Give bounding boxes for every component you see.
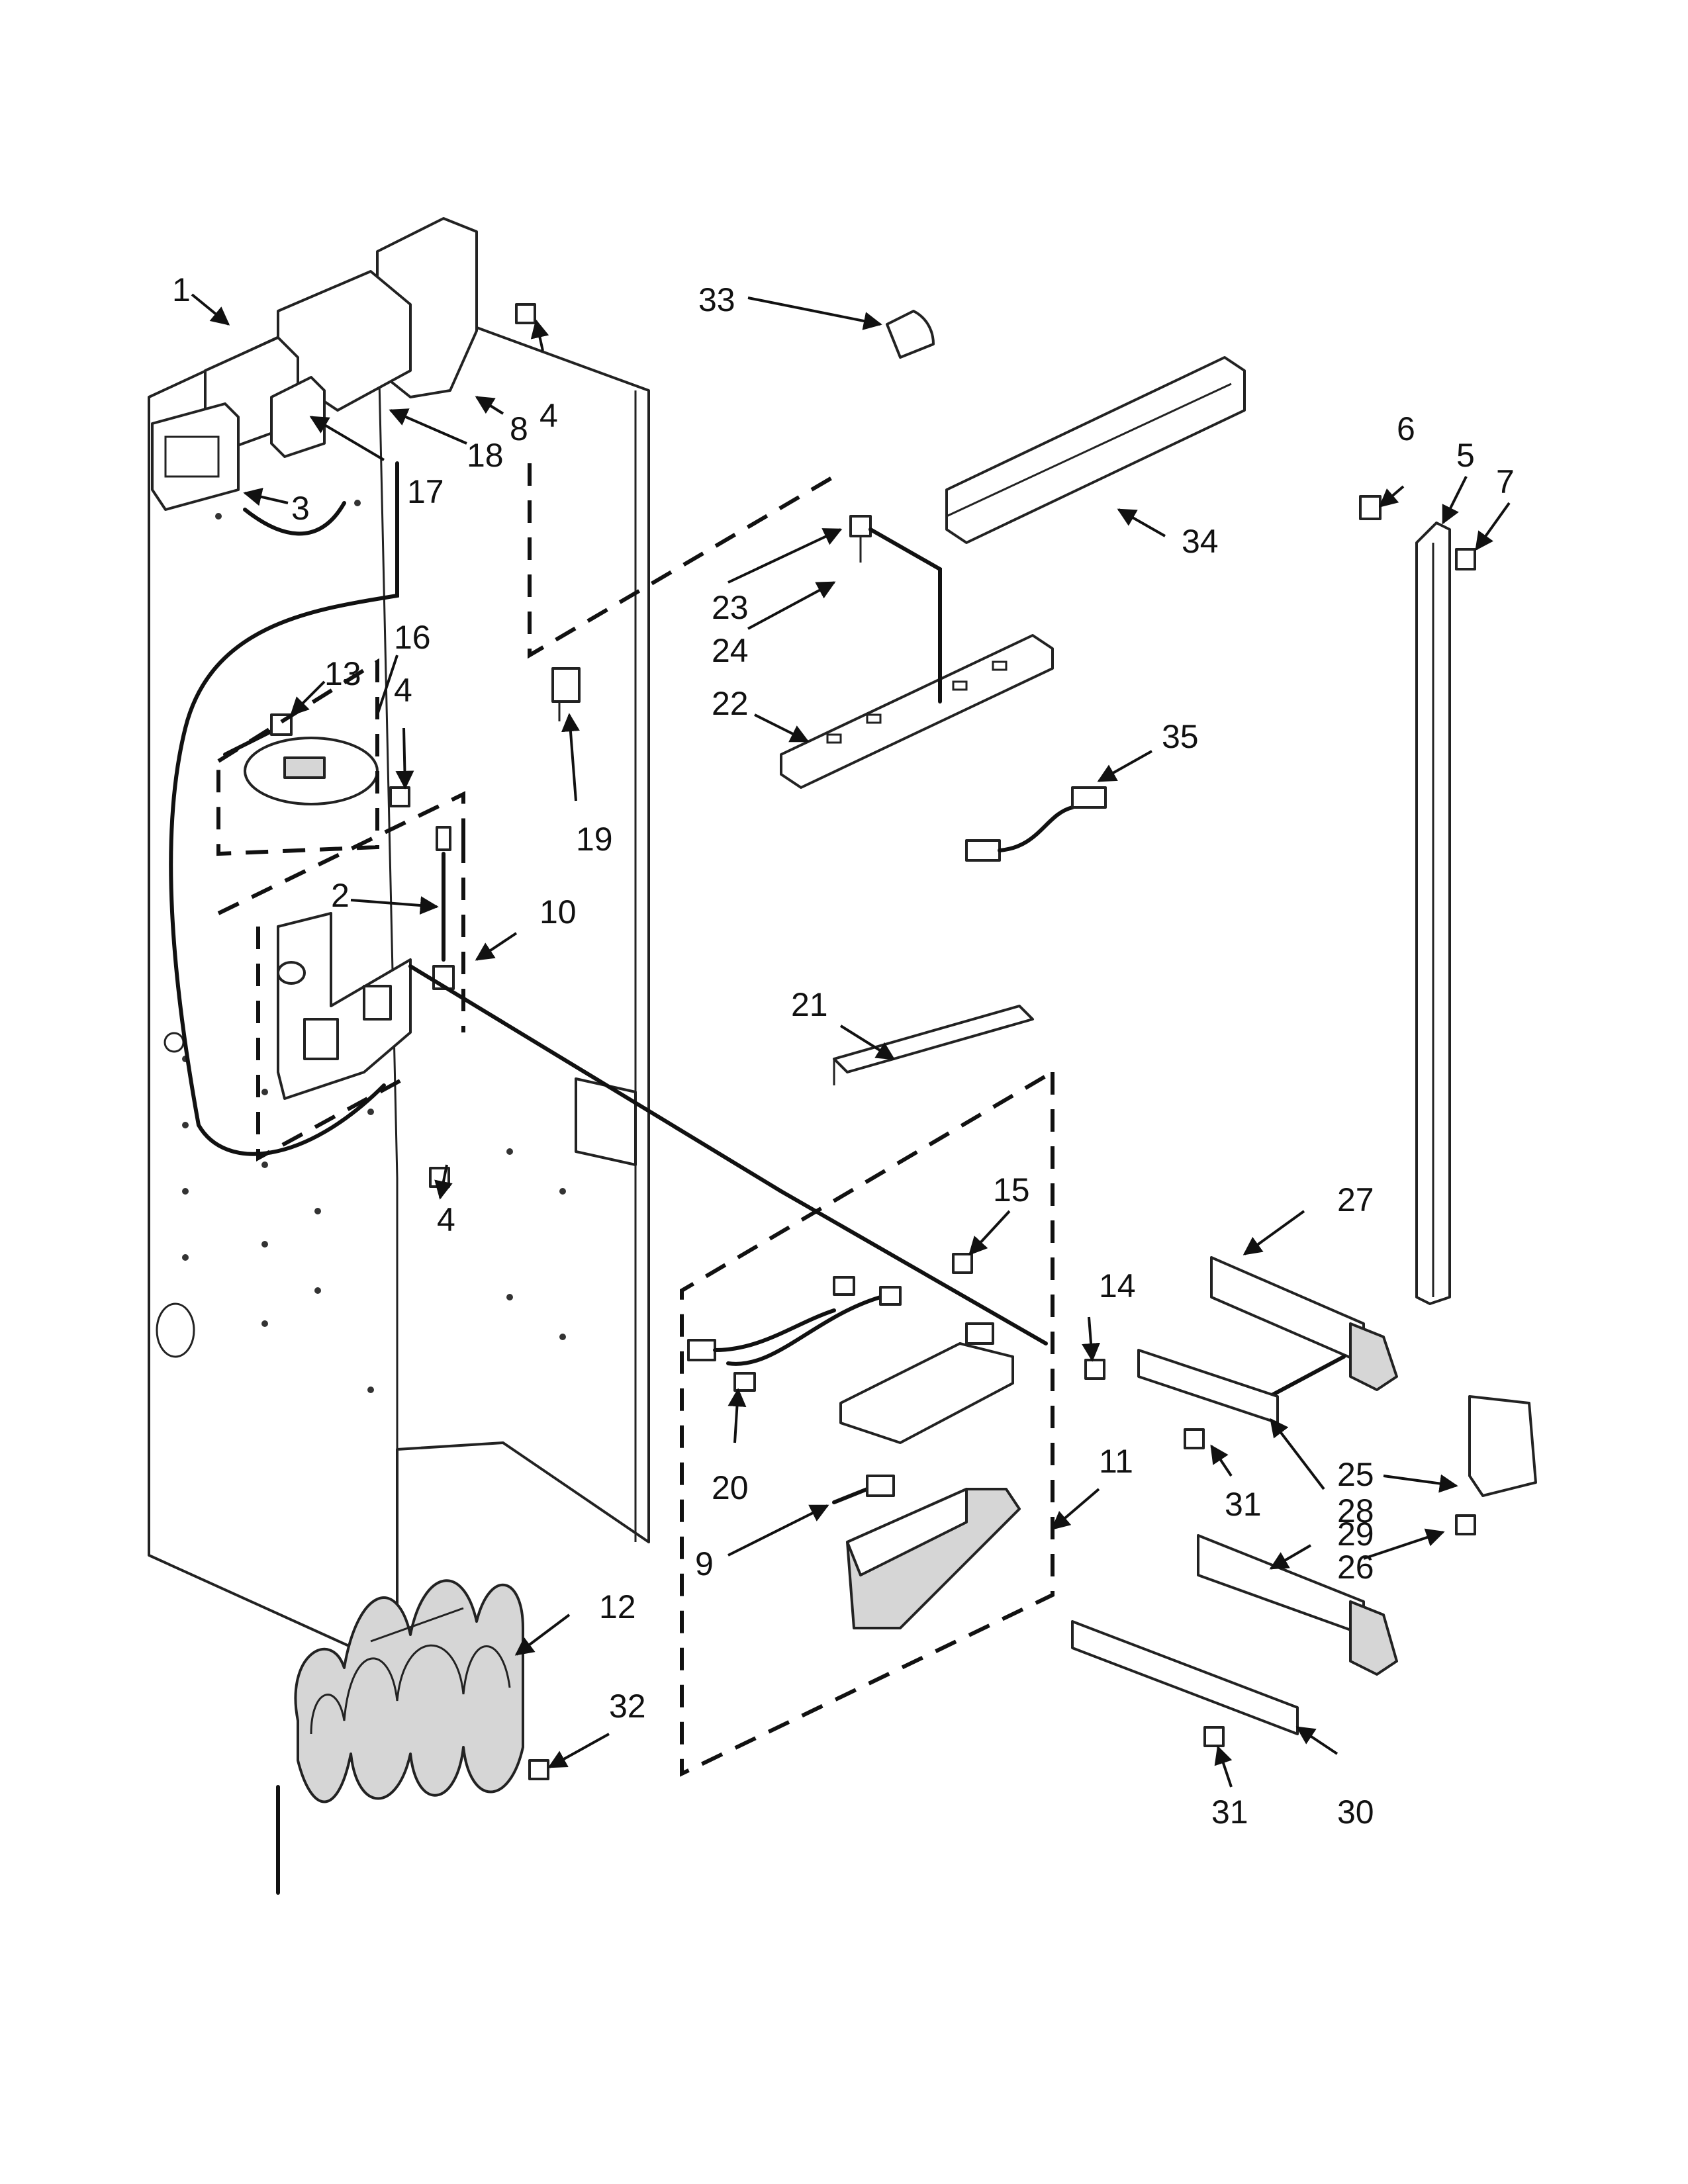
bracket-22 bbox=[780, 515, 1054, 789]
housing-11 bbox=[846, 1488, 1021, 1629]
callout-31-lower: 31 bbox=[1211, 1794, 1248, 1831]
callout-30: 30 bbox=[1337, 1794, 1374, 1831]
callout-33: 33 bbox=[698, 281, 735, 318]
thermistor-connector bbox=[551, 667, 581, 721]
vertical-rail-5 bbox=[1359, 495, 1476, 1305]
callout-9: 9 bbox=[695, 1545, 714, 1582]
callout-34: 34 bbox=[1182, 523, 1219, 560]
air-duct-assembly bbox=[151, 217, 478, 511]
callout-7: 7 bbox=[1496, 463, 1515, 500]
callout-6: 6 bbox=[1397, 410, 1415, 447]
callout-21: 21 bbox=[791, 986, 828, 1023]
callout-16: 16 bbox=[394, 619, 431, 656]
dispenser-harness-20 bbox=[687, 1276, 902, 1392]
clip-33 bbox=[886, 310, 935, 359]
trim-25 bbox=[1468, 1395, 1537, 1497]
sensor-9 bbox=[832, 1475, 895, 1504]
callout-4-panel: 4 bbox=[394, 672, 412, 709]
wire-harness-35 bbox=[965, 786, 1107, 862]
callout-19: 19 bbox=[576, 821, 613, 858]
leader-dash-22 bbox=[528, 463, 835, 659]
drawer-front-27 bbox=[1137, 1256, 1398, 1424]
callout-22: 22 bbox=[712, 685, 749, 722]
callout-8: 8 bbox=[510, 410, 528, 447]
evaporator-coil bbox=[276, 1579, 524, 1895]
callout-20: 20 bbox=[712, 1469, 749, 1506]
callout-10: 10 bbox=[539, 893, 577, 931]
callout-31-upper: 31 bbox=[1225, 1486, 1262, 1523]
callout-24: 24 bbox=[712, 632, 749, 669]
callout-17: 17 bbox=[407, 473, 444, 510]
dispenser-group-outline bbox=[680, 1070, 1055, 1777]
callout-27: 27 bbox=[1337, 1181, 1374, 1218]
callout-28: 28 bbox=[1337, 1492, 1374, 1529]
dispenser-bracket bbox=[839, 1322, 1014, 1444]
leader-lines bbox=[191, 293, 1511, 1788]
callout-4-top: 4 bbox=[539, 397, 558, 434]
callout-25: 25 bbox=[1337, 1456, 1374, 1493]
callout-18: 18 bbox=[467, 437, 504, 474]
callout-2: 2 bbox=[331, 877, 350, 914]
callout-14: 14 bbox=[1099, 1267, 1136, 1304]
ice-maker-bracket bbox=[277, 826, 455, 1100]
cover-21 bbox=[833, 1005, 1034, 1085]
callout-11: 11 bbox=[1099, 1443, 1133, 1480]
callout-13: 13 bbox=[324, 655, 361, 692]
callout-3: 3 bbox=[291, 490, 310, 527]
channel-34 bbox=[945, 356, 1246, 544]
ice-maker-group-outline bbox=[256, 927, 405, 1162]
callout-32: 32 bbox=[609, 1688, 646, 1725]
callout-26: 26 bbox=[1337, 1549, 1374, 1586]
callout-23: 23 bbox=[712, 589, 749, 626]
callout-12: 12 bbox=[599, 1588, 636, 1625]
callout-5: 5 bbox=[1456, 437, 1475, 474]
callout-4-bracket: 4 bbox=[437, 1201, 455, 1238]
callout-1: 1 bbox=[172, 271, 191, 308]
control-panel-group-outline bbox=[216, 658, 379, 856]
callout-15: 15 bbox=[993, 1171, 1030, 1208]
callout-labels: 1 2 3 4 4 4 4 5 6 7 8 9 10 11 12 13 14 1… bbox=[172, 271, 1515, 1831]
callout-35: 35 bbox=[1162, 718, 1199, 755]
callout-29: 29 bbox=[1337, 1516, 1374, 1553]
